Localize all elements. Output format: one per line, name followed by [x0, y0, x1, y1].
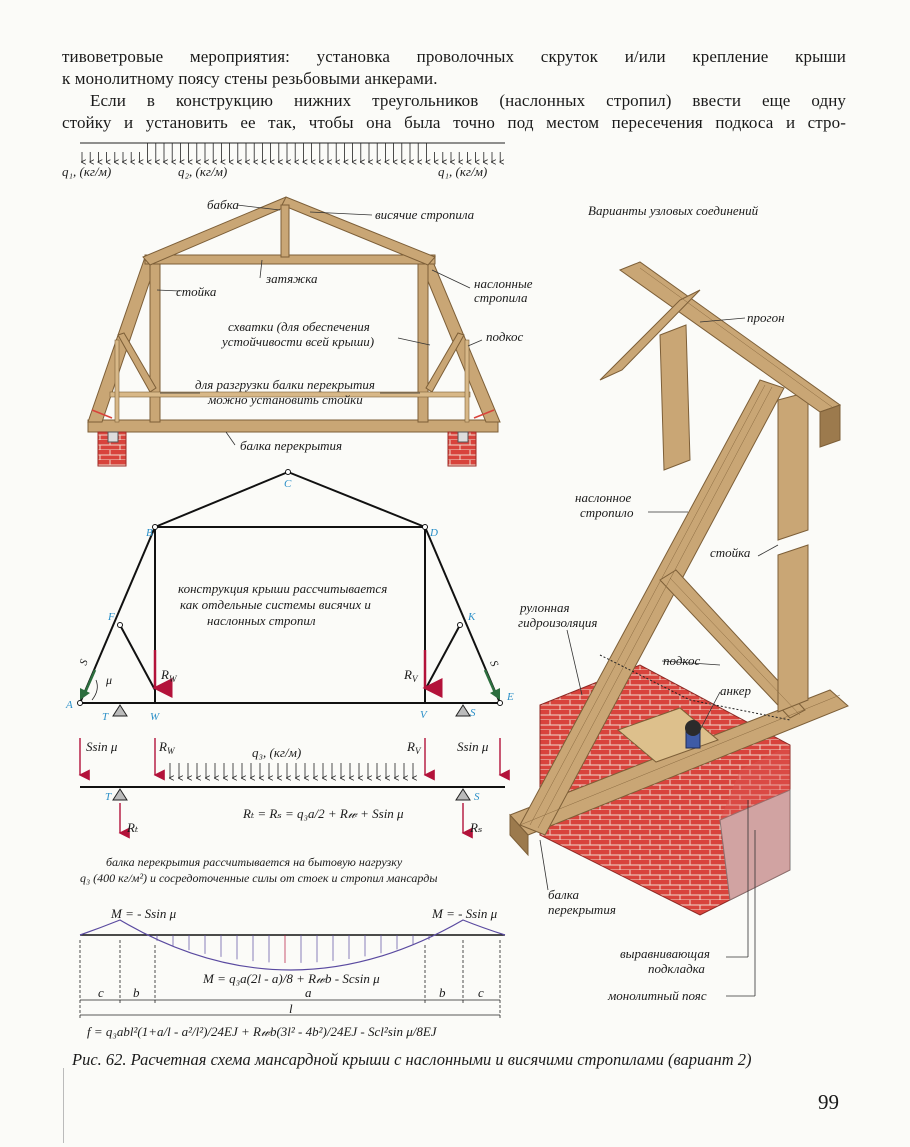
- detail-anker: анкер: [720, 683, 751, 698]
- label-skhvatki-1: схватки (для обеспечения: [228, 319, 370, 334]
- node-C: C: [284, 478, 292, 490]
- beam-supports: [112, 788, 471, 801]
- node-B: B: [146, 527, 153, 539]
- scheme-note-3: наслонных стропил: [207, 613, 316, 628]
- detail-naslonnoe-2: стропило: [580, 505, 634, 520]
- beam-T: T: [105, 791, 112, 803]
- margin-line: [63, 1068, 64, 1143]
- s-label-right: S: [487, 659, 500, 669]
- scheme-supports: [112, 704, 471, 717]
- node-W: W: [150, 711, 160, 723]
- load-q1-right: q₁, (кг/м): [438, 164, 487, 179]
- node-T: T: [102, 711, 109, 723]
- label-razgruzka-2: можно установить стойки: [207, 392, 363, 407]
- beam-rs: Rₛ: [469, 820, 482, 835]
- s-arrow-left: [82, 669, 97, 696]
- node-S: S: [470, 707, 476, 719]
- deflection-formula: f = q₃abl²(1+a/l - a²/l²)/24EJ + R𝓌b(3l²…: [87, 1024, 438, 1039]
- node-E: E: [506, 691, 514, 703]
- s-arrow-right: [483, 669, 498, 696]
- label-razgruzka-1: для разгрузки балки перекрытия: [195, 377, 375, 392]
- rv-label: RV: [403, 667, 419, 684]
- beam-note-1: балка перекрытия рассчитывается на бытов…: [106, 855, 403, 869]
- dim-a: a: [305, 985, 312, 1000]
- dim-c-left: c: [98, 985, 104, 1000]
- load-arrow-row: [82, 143, 500, 162]
- moment-mid: M = q₃a(2l - a)/8 + R𝓌b - Scsin μ: [202, 971, 380, 986]
- detail-naslonnoe-1: наслонное: [575, 490, 631, 505]
- mansard-truss: [87, 196, 501, 467]
- moment-left: M = - Ssin μ: [110, 906, 177, 921]
- dim-c-right: c: [478, 985, 484, 1000]
- detail-podkos: подкос: [663, 653, 700, 668]
- mu-label: μ: [105, 673, 112, 687]
- detail-balka-1: балка: [548, 887, 579, 902]
- node-A: A: [65, 699, 73, 711]
- detail-stoyka: стойка: [710, 545, 751, 560]
- beam-rv: RV: [406, 739, 422, 756]
- page-number: 99: [818, 1090, 839, 1114]
- detail-gidro-1: рулонная: [519, 600, 570, 615]
- load-q1-left: q₁, (кг/м): [62, 164, 111, 179]
- beam-rt: Rₜ: [126, 820, 139, 835]
- node-F: F: [107, 611, 115, 623]
- scheme-note-2: как отдельные системы висячих и: [180, 597, 371, 612]
- label-naslonnye-2: стропила: [474, 290, 528, 305]
- label-podkos: подкос: [486, 329, 523, 344]
- dim-l: l: [289, 1001, 293, 1016]
- beam-note-2: q₃ (400 кг/м²) и сосредоточенные силы от…: [80, 871, 437, 885]
- text-line-4: стойку и установить ее так, чтобы она бы…: [62, 113, 846, 132]
- load-q2: q₂, (кг/м): [178, 164, 227, 179]
- detail-podkladka-2: подкладка: [648, 961, 705, 976]
- node-V: V: [420, 709, 428, 721]
- rw-label: RW: [160, 667, 178, 684]
- beam-formula: Rₜ = Rₛ = q₃a/2 + R𝓌 + Ssin μ: [242, 806, 404, 821]
- text-line-2: к монолитному поясу стены резьбовыми анк…: [62, 69, 438, 88]
- moment-right: M = - Ssin μ: [431, 906, 498, 921]
- beam-q3: q₃, (кг/м): [252, 745, 301, 760]
- detail-title: Варианты узловых соединений: [588, 203, 759, 218]
- moment-curve: [79, 919, 506, 971]
- label-stoyka: стойка: [176, 284, 217, 299]
- text-line-3: Если в конструкцию нижних треугольников …: [90, 91, 846, 110]
- beam-ssin-right: Ssin μ: [457, 739, 489, 754]
- detail-gidro-2: гидроизоляция: [518, 615, 597, 630]
- dim-b-left: b: [133, 985, 140, 1000]
- label-babka: бабка: [207, 197, 239, 212]
- detail-poyas: монолитный пояс: [607, 988, 707, 1003]
- text-line-1: тивоветровые мероприятия: установка пров…: [62, 47, 846, 66]
- scheme-note-1: конструкция крыши рассчитывается: [178, 581, 387, 596]
- figure-caption: Рис. 62. Расчетная схема мансардной крыш…: [72, 1050, 752, 1069]
- dim-b-right: b: [439, 985, 446, 1000]
- node-K: K: [467, 611, 476, 623]
- q3-arrow-row: [170, 763, 413, 778]
- label-naslonnye-1: наслонные: [474, 276, 533, 291]
- moment-hatch: [140, 935, 430, 963]
- beam-rw: RW: [158, 739, 176, 756]
- label-visyachie: висячие стропила: [375, 207, 475, 222]
- beam-ssin-left: Ssin μ: [86, 739, 118, 754]
- label-skhvatki-2: устойчивости всей крыши): [220, 334, 374, 349]
- detail-balka-2: перекрытия: [548, 902, 616, 917]
- label-balka: балка перекрытия: [240, 438, 342, 453]
- detail-progon: прогон: [747, 310, 785, 325]
- detail-podkladka-1: выравнивающая: [620, 946, 710, 961]
- node-D: D: [429, 527, 438, 539]
- beam-S: S: [474, 791, 480, 803]
- label-zatyazhka: затяжка: [265, 271, 318, 286]
- s-label-left: S: [78, 657, 91, 667]
- node-illustration: [509, 261, 849, 916]
